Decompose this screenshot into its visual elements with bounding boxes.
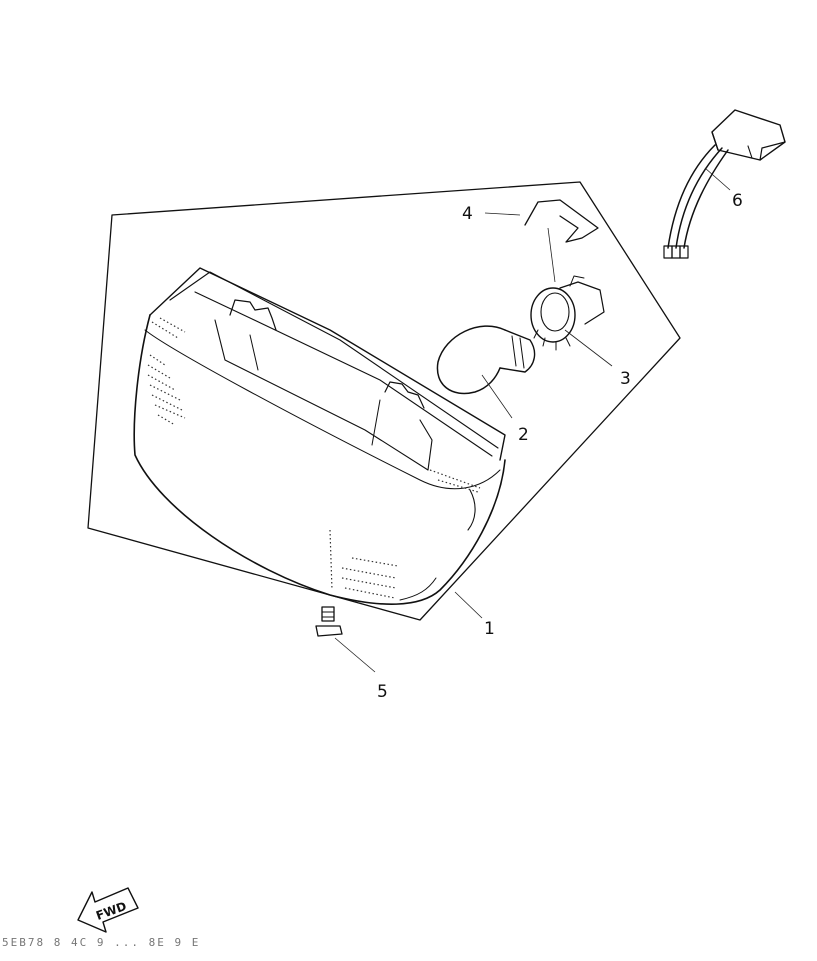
- callout-1: 1: [484, 619, 495, 639]
- arrow-left-icon: [77, 887, 139, 933]
- callout-3: 3: [620, 369, 631, 389]
- leader-lines: [334, 167, 731, 673]
- callout-2: 2: [518, 425, 529, 445]
- bulb: [436, 325, 536, 395]
- bulb-socket: [530, 275, 605, 351]
- wire-connector: [663, 109, 786, 259]
- callout-6: 6: [732, 191, 743, 211]
- callout-4: 4: [462, 204, 473, 224]
- assembly-outline: [87, 181, 681, 621]
- gasket: [524, 199, 599, 243]
- forward-direction-badge: FWD: [77, 887, 139, 933]
- screw: [315, 606, 343, 637]
- callout-5: 5: [377, 682, 388, 702]
- tail-lamp-housing: [133, 267, 506, 605]
- catalog-code: 5EB78 8 4C 9 ... 8E 9 E: [2, 936, 201, 949]
